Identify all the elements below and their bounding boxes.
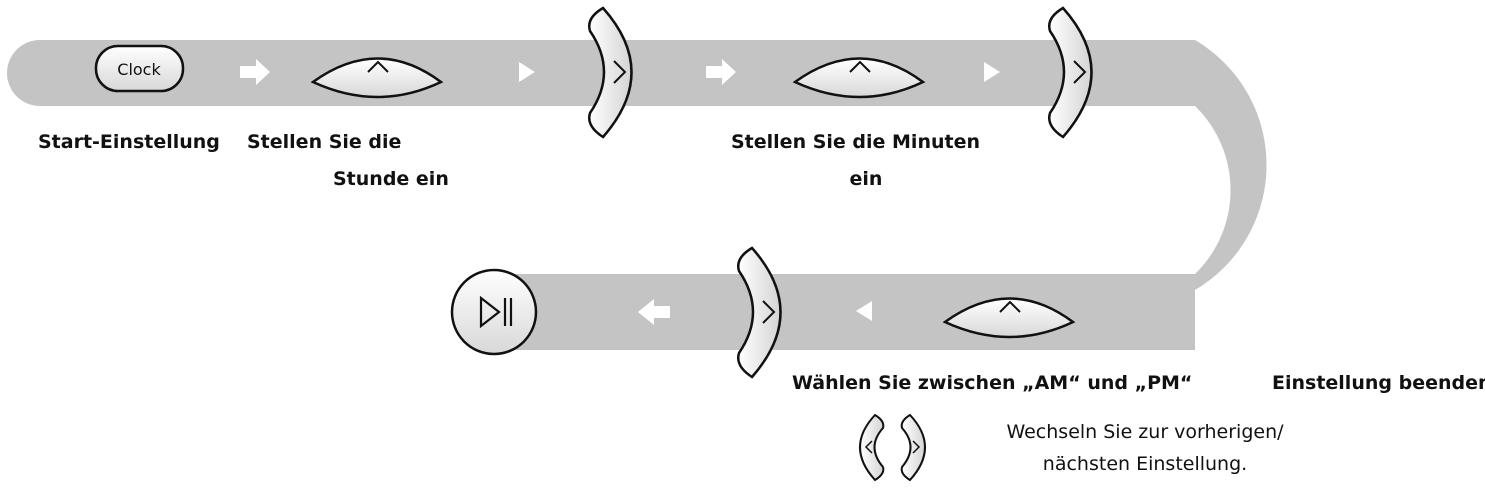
next-button[interactable] [737, 246, 782, 379]
chevron-left-icon [864, 440, 873, 454]
legend-text-line1: Wechseln Sie zur vorherigen/ [1006, 421, 1284, 443]
left-arrow-icon [638, 299, 670, 325]
left-triangle-icon [856, 301, 872, 321]
chevron-right-icon [762, 300, 776, 324]
play-pause-icon [479, 295, 501, 329]
up-button[interactable] [792, 57, 926, 99]
set-minute-label-line1: Stellen Sie die Minuten [731, 131, 980, 153]
up-button[interactable] [310, 57, 444, 99]
set-minute-label-line2: ein [849, 168, 883, 190]
ampm-label: Wählen Sie zwischen „AM“ und „PM“ [792, 372, 1193, 394]
up-button[interactable] [942, 297, 1076, 339]
clock-button[interactable]: Clock [94, 44, 185, 93]
next-button[interactable] [588, 6, 633, 139]
clock-button-label: Clock [117, 60, 161, 79]
play-pause-button[interactable] [450, 268, 538, 356]
right-triangle-icon [984, 62, 1000, 82]
next-button-legend-icon [900, 413, 926, 482]
previous-button-legend-icon [859, 413, 885, 482]
right-triangle-icon [519, 62, 535, 82]
chevron-up-icon [999, 300, 1021, 313]
set-hour-label-line2: Stunde ein [333, 168, 449, 190]
set-hour-label-line1: Stellen Sie die [247, 131, 402, 153]
finish-setting-label: Einstellung beenden [1272, 372, 1485, 394]
flow-band-lower [500, 274, 1195, 350]
chevron-up-icon [849, 60, 871, 73]
right-arrow-icon [240, 59, 270, 85]
right-arrow-icon [706, 59, 736, 85]
start-setting-label: Start-Einstellung [38, 131, 220, 153]
next-button[interactable] [1048, 6, 1093, 139]
flow-band-uturn [1150, 40, 1267, 350]
chevron-up-icon [367, 60, 389, 73]
chevron-right-icon [613, 60, 627, 84]
chevron-right-icon [912, 440, 921, 454]
legend-text-line2: nächsten Einstellung. [1042, 453, 1248, 475]
chevron-right-icon [1073, 60, 1087, 84]
